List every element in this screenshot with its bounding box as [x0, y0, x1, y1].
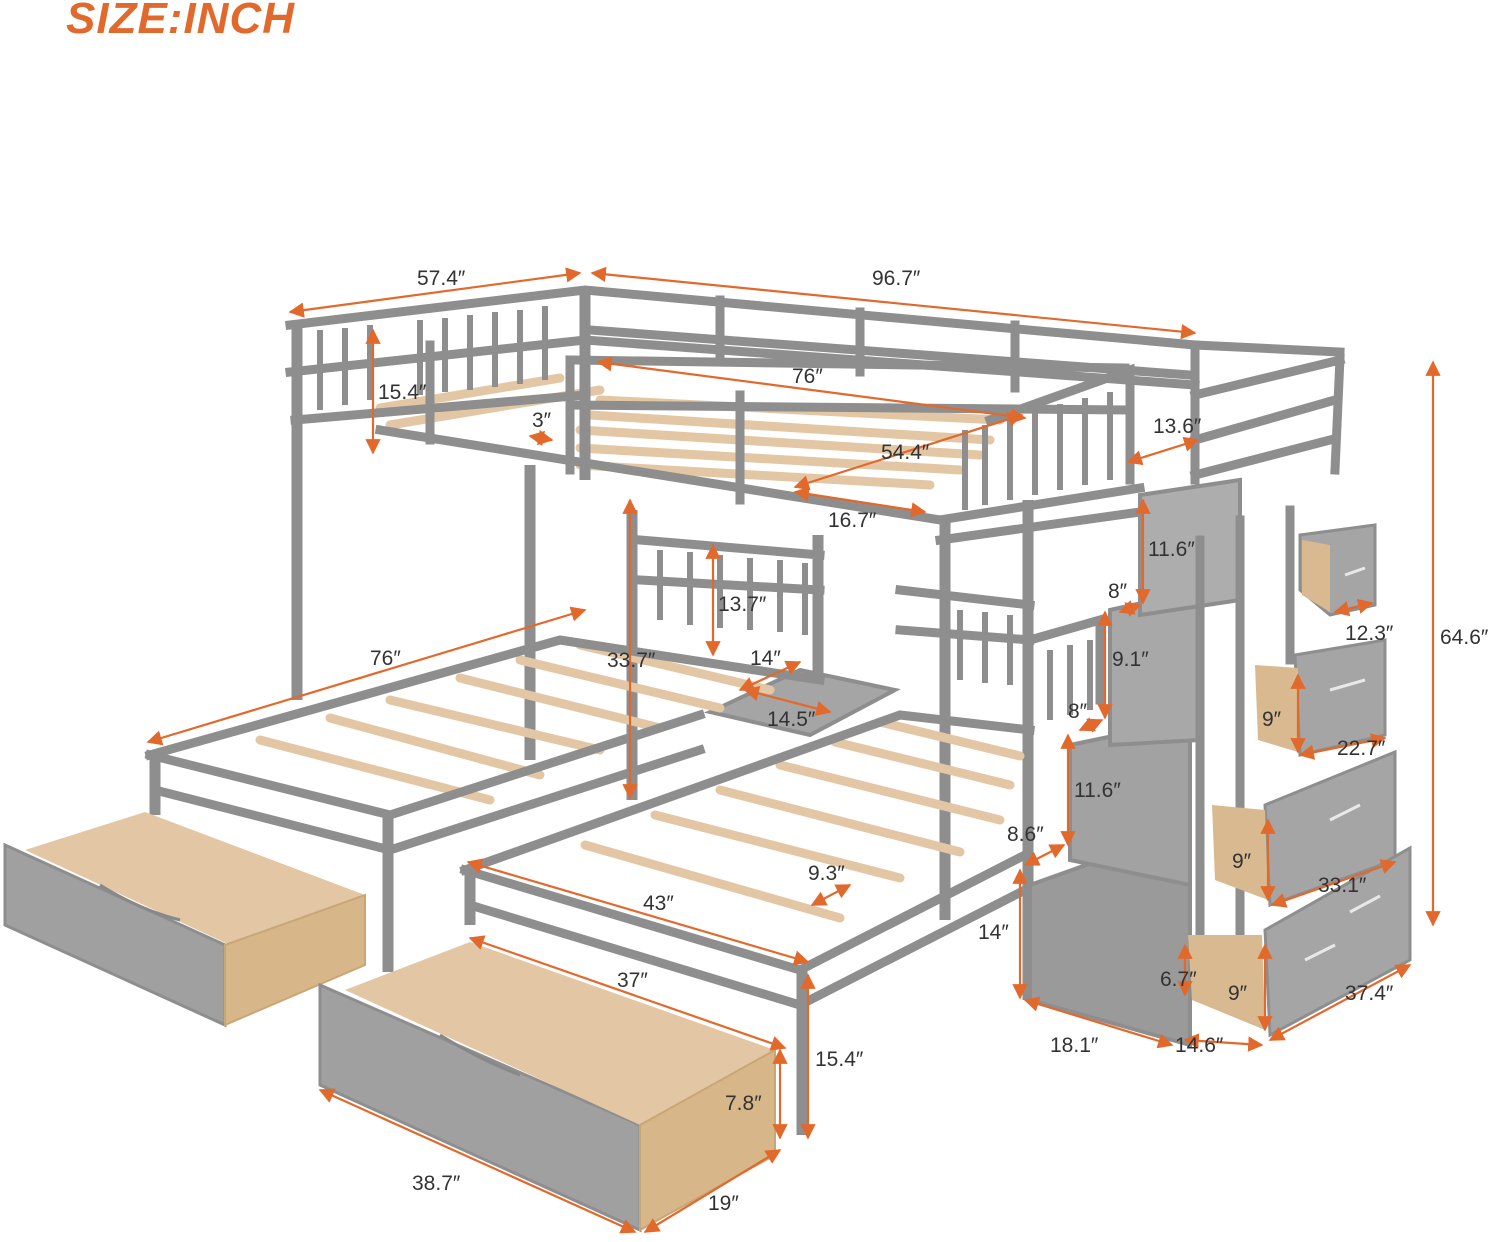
top-bunk-slats: [375, 373, 1005, 490]
label-stair-bottom-height: 14″: [978, 921, 1009, 944]
staircase: [1028, 477, 1412, 1048]
label-stair-step-a: 8″: [1108, 580, 1128, 603]
label-top-width: 57.4″: [417, 267, 466, 290]
label-stair-depth: 18.1″: [1050, 1034, 1099, 1057]
label-stair-riser: 9.1″: [1112, 648, 1149, 671]
label-stair-base-step: 8.6″: [1007, 823, 1044, 846]
underbed-drawer-left: [3, 812, 366, 1028]
label-shelf-width: 14.5″: [767, 708, 816, 731]
label-stair-step-b: 8″: [1068, 700, 1088, 723]
label-lower-bed-width: 43″: [643, 892, 674, 915]
label-drawer4-height: 9″: [1228, 982, 1248, 1005]
label-lower-bed-inner: 37″: [617, 969, 648, 992]
dimension-lines: [146, 266, 1441, 1234]
label-underbed-drawer-height: 7.8″: [725, 1092, 762, 1115]
label-stair-rise-top: 11.6″: [1148, 538, 1195, 561]
label-slat-gap: 3″: [532, 409, 552, 432]
label-headboard-height: 13.7″: [718, 593, 767, 616]
label-top-bed-length: 76″: [792, 365, 823, 388]
label-left-bed-length: 76″: [370, 647, 401, 670]
label-underbed-drawer-length: 38.7″: [412, 1172, 461, 1195]
label-drawer2-height: 9″: [1262, 708, 1282, 731]
label-underbed-clearance: 33.7″: [607, 649, 656, 672]
label-rail-opening: 16.7″: [828, 509, 877, 532]
label-bed-height: 15.4″: [815, 1048, 864, 1071]
dimension-labels: 57.4″ 96.7″ 76″ 15.4″ 3″ 54.4″ 13.6″ 16.…: [370, 267, 1489, 1215]
label-drawer2-width: 22.7″: [1337, 737, 1386, 760]
label-underbed-drawer-depth: 19″: [708, 1192, 739, 1215]
label-top-bed-inner-width: 54.4″: [881, 441, 930, 464]
label-stair-opening: 13.6″: [1153, 415, 1202, 438]
label-stair-width: 14.6″: [1175, 1034, 1224, 1057]
label-drawer3-width: 33.1″: [1318, 874, 1367, 897]
label-drawer-top-depth: 12.3″: [1345, 622, 1394, 645]
label-drawer3-height: 9″: [1232, 850, 1252, 873]
label-shelf-depth: 14″: [750, 647, 781, 670]
underbed-drawer-right: [318, 942, 776, 1233]
label-drawer4-width: 37.4″: [1345, 982, 1394, 1005]
label-stair-rise-mid: 11.6″: [1074, 779, 1121, 802]
label-top-length: 96.7″: [872, 267, 921, 290]
label-drawer4-inner-height: 6.7″: [1160, 968, 1197, 991]
label-guard-height: 15.4″: [378, 381, 427, 404]
label-total-height: 64.6″: [1440, 626, 1489, 649]
label-slat-spacing: 9.3″: [808, 862, 845, 885]
page-title: SIZE:INCH: [66, 0, 295, 43]
